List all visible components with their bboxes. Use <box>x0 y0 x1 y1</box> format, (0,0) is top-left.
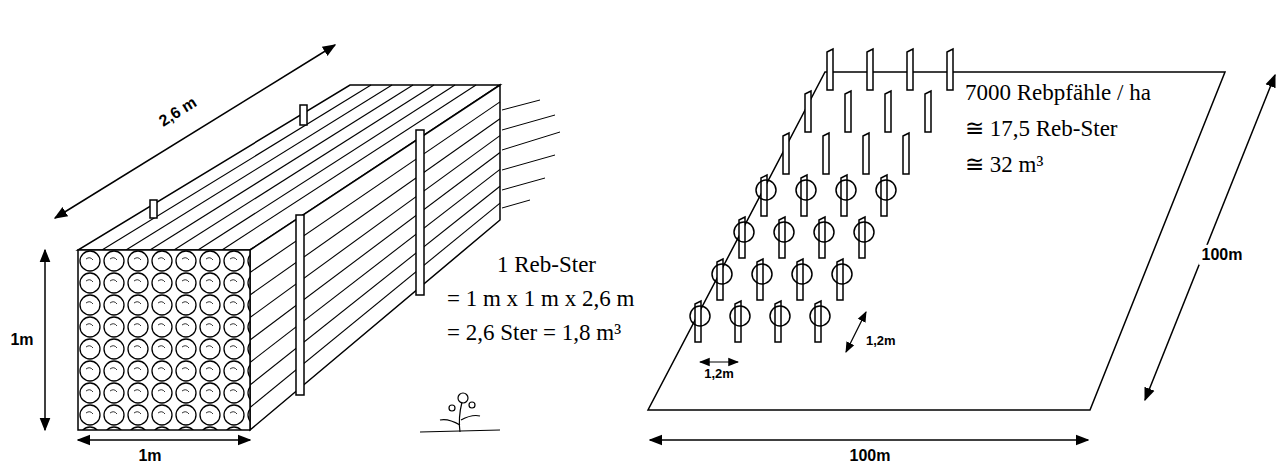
dimension-label: 100m <box>850 447 891 465</box>
side-log-lines <box>250 102 500 408</box>
pile-side <box>250 85 500 430</box>
density-note: ≅ 17,5 Reb-Ster <box>965 116 1118 142</box>
dimension-label: 1m <box>138 447 161 465</box>
vineyard-dimensions <box>650 75 1275 440</box>
dimension-label: 2,6 m <box>156 93 200 130</box>
density-note: 7000 Rebpfähle / ha <box>965 80 1151 106</box>
dimension-arrows <box>45 45 335 440</box>
volume-note: 1 Reb-Ster <box>497 252 596 278</box>
volume-note: = 2,6 Ster = 1,8 m³ <box>447 320 621 346</box>
flower <box>420 393 500 432</box>
dimension-label: 1m <box>10 331 33 349</box>
woodpile <box>78 85 560 430</box>
post-stub <box>300 105 307 125</box>
dimension-label: 100m <box>1199 245 1246 265</box>
stakes <box>690 49 953 342</box>
pile-front <box>78 250 250 430</box>
hectare-plot <box>648 72 1225 410</box>
pile-post <box>296 215 304 395</box>
density-note: ≅ 32 m³ <box>965 152 1043 178</box>
volume-note: = 1 m x 1 m x 2,6 m <box>447 286 634 312</box>
shadow-hatching <box>502 100 560 208</box>
post-stub <box>150 200 157 218</box>
spacing-label: 1,2m <box>866 334 896 349</box>
spacing-label: 1,2m <box>704 367 734 382</box>
pile-post <box>416 130 424 295</box>
